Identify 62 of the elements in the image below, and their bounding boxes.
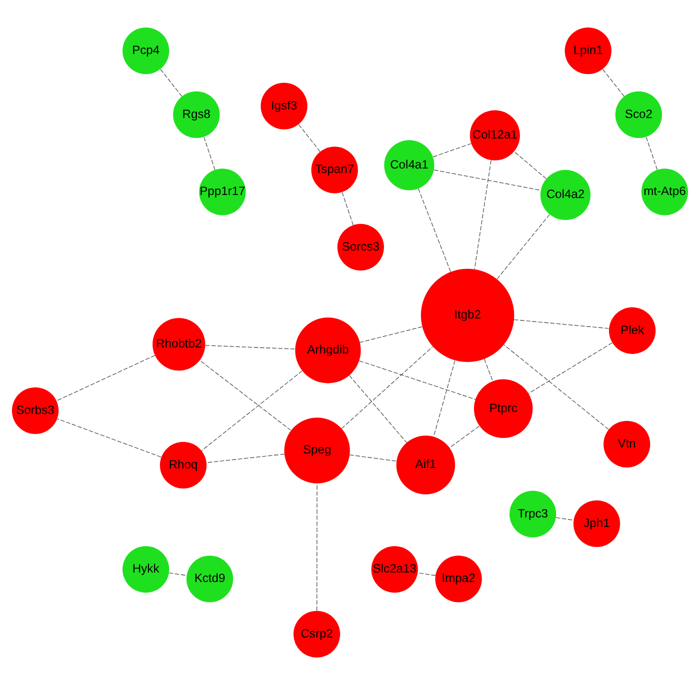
connector <box>298 124 320 152</box>
node-circle: Aif1 <box>396 436 456 494</box>
node-circle: Col4a2 <box>540 170 591 220</box>
node-circle: Pcp4 <box>122 27 170 74</box>
connector <box>449 426 480 448</box>
connector <box>160 68 182 97</box>
connector <box>316 483 318 611</box>
node-circle: Itgb2 <box>420 268 514 362</box>
connector <box>514 151 547 179</box>
connector <box>358 360 476 400</box>
connector <box>556 517 574 521</box>
node-circle: Plek <box>608 307 656 354</box>
connector <box>341 346 433 429</box>
connector <box>349 454 397 462</box>
node-circle: mt-Atp6 <box>641 168 688 216</box>
connector <box>418 572 436 576</box>
connector <box>432 143 472 158</box>
node-circle: Lpin1 <box>564 27 612 74</box>
connector <box>359 326 423 343</box>
connector <box>474 160 492 270</box>
node-circle: Impa2 <box>435 556 482 602</box>
connector <box>646 136 658 170</box>
connector <box>433 360 456 437</box>
node-circle: Jph1 <box>573 500 620 547</box>
connector <box>204 136 216 170</box>
connector <box>206 454 285 463</box>
node-circle: Igsf3 <box>260 82 308 130</box>
node-circle: Hykk <box>122 546 170 593</box>
node-circle: Sorbs3 <box>12 387 59 434</box>
connector <box>201 370 302 451</box>
connector <box>528 342 612 394</box>
connector <box>496 214 550 280</box>
node-circle: Kctd9 <box>186 556 234 602</box>
connector <box>418 188 451 272</box>
node-circle: Ptprc <box>474 379 533 438</box>
node-circle: Rhoq <box>160 442 207 489</box>
node-circle: Sco2 <box>615 91 662 138</box>
node-circle: Col12a1 <box>470 110 520 160</box>
node-circle: Ppp1r17 <box>199 168 246 216</box>
connector <box>205 345 296 350</box>
node-circle: Rgs8 <box>173 91 220 138</box>
node-circle: Slc2a13 <box>371 546 418 593</box>
connector <box>434 170 542 191</box>
node-circle: Rhobtb2 <box>152 318 206 371</box>
connector <box>57 418 162 458</box>
connector <box>349 375 407 443</box>
connector <box>342 192 354 226</box>
node-circle: Sorcs3 <box>337 224 384 271</box>
node-circle: Speg <box>284 418 350 484</box>
node-circle: Csrp2 <box>293 610 340 658</box>
node-circle: Tspan7 <box>311 146 358 194</box>
connector <box>484 358 494 382</box>
connector <box>200 360 292 431</box>
node-circle: Vtn <box>604 420 650 468</box>
connector <box>168 572 187 576</box>
node-circle: Arhgdib <box>295 318 361 384</box>
node-circle: Trpc3 <box>510 490 556 538</box>
connector <box>56 355 156 402</box>
connector <box>602 68 624 97</box>
node-circle: Col4a1 <box>384 140 434 190</box>
connector <box>514 319 610 329</box>
connector <box>504 344 609 430</box>
